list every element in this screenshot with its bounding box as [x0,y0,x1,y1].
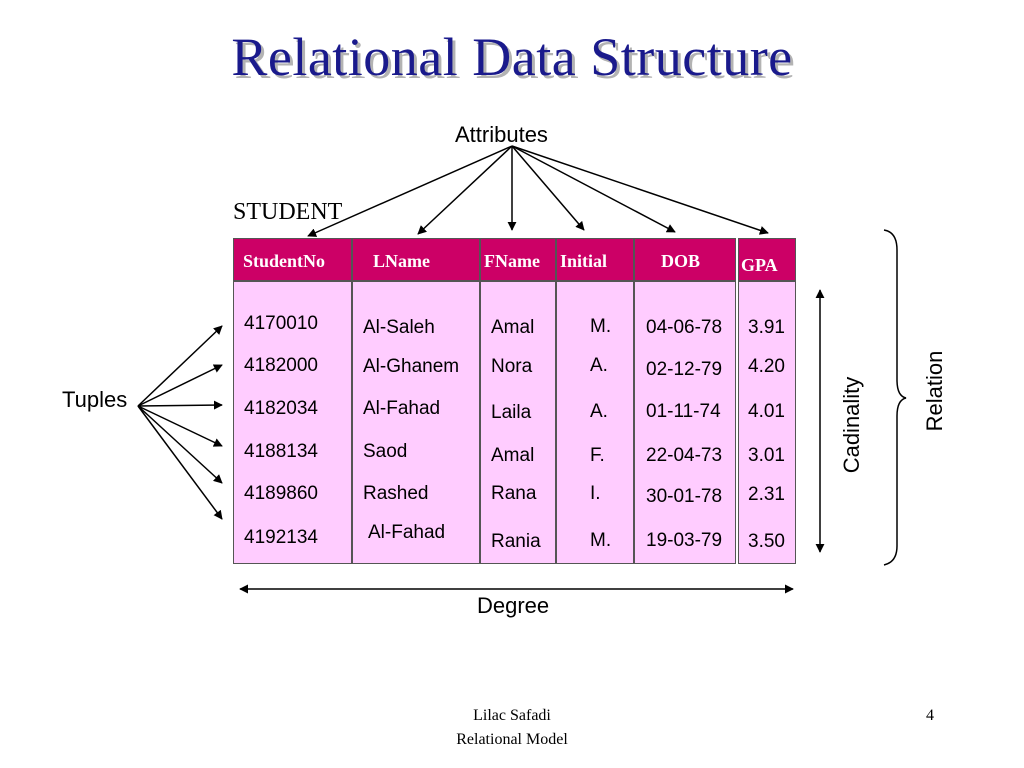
cell-gpa: 4.20 [748,356,785,377]
column-header-label: Initial [560,251,608,271]
relation-name-label: STUDENT [233,199,343,225]
tuple-arrow [137,400,223,410]
cell-fname: Amal [491,445,535,466]
attribute-arrow [511,145,676,233]
cell-lname: Al-Saleh [363,317,435,338]
column-body-fname [480,281,556,564]
column-header-label: FName [484,251,540,271]
page-number: 4 [926,707,934,724]
tuple-arrow [137,405,223,484]
cell-lname: Rashed [363,483,429,504]
cell-gpa: 4.01 [748,401,785,422]
cell-dob: 01-11-74 [646,401,721,422]
cell-initial: F. [590,445,605,466]
tuples-label: Tuples [62,387,128,412]
cell-initial: I. [590,483,601,504]
tuple-arrow [137,405,223,520]
column-body-lname [352,281,480,564]
tuple-arrow [137,364,223,407]
cell-lname: Al-Ghanem [363,356,460,377]
cell-gpa: 3.91 [748,317,785,338]
cell-fname: Nora [491,356,533,377]
cell-gpa: 2.31 [748,484,785,505]
cell-lname: Al-Fahad [363,398,441,419]
column-header-dob: DOB [634,238,736,281]
column-header-gpa: GPA [738,238,796,281]
attribute-arrow [511,145,769,235]
column-body-initial [556,281,634,564]
cell-gpa: 3.01 [748,445,785,466]
column-header-initial: Initial [556,238,634,281]
column-header-label: DOB [661,251,701,271]
tuple-arrow [137,405,223,447]
cell-lname: Al-Fahad [368,522,446,543]
column-header-label: StudentNo [243,251,326,271]
cell-dob: 30-01-78 [646,486,723,507]
attribute-arrow [417,145,513,235]
column-body-dob [634,281,736,564]
attribute-arrow [511,145,585,231]
cell-fname: Laila [491,402,532,423]
column-header-fname: FName [480,238,556,281]
cell-initial: A. [590,401,608,422]
column-body-studentno [233,281,352,564]
cell-studentno: 4188134 [244,441,318,462]
cell-dob: 19-03-79 [646,530,723,551]
cell-studentno: 4170010 [244,313,318,334]
column-header-lname: LName [352,238,480,281]
degree-label: Degree [477,593,550,618]
cell-gpa: 3.50 [748,531,785,552]
cell-studentno: 4189860 [244,483,318,504]
relation-brace [883,229,907,566]
column-header-studentno: StudentNo [233,238,352,281]
cell-fname: Rania [491,531,541,552]
cell-initial: M. [590,316,612,337]
column-header-label: LName [373,251,430,271]
cell-fname: Rana [491,483,537,504]
slide-title: Relational Data Structure [231,27,793,87]
cell-lname: Saod [363,441,408,462]
column-header-label: GPA [741,255,778,275]
cell-dob: 04-06-78 [646,317,723,338]
cell-dob: 22-04-73 [646,445,723,466]
attributes-label: Attributes [455,122,548,147]
footer-topic: Relational Model [456,731,568,748]
tuple-arrow [137,325,223,407]
attribute-arrow [307,145,513,237]
footer-author: Lilac Safadi [473,707,551,724]
cell-dob: 02-12-79 [646,359,723,380]
column-body-gpa [738,281,796,564]
cell-initial: A. [590,355,608,376]
cell-studentno: 4182000 [244,355,318,376]
cell-studentno: 4192134 [244,527,318,548]
cell-initial: M. [590,530,612,551]
cell-studentno: 4182034 [244,398,318,419]
cell-fname: Amal [491,317,535,338]
